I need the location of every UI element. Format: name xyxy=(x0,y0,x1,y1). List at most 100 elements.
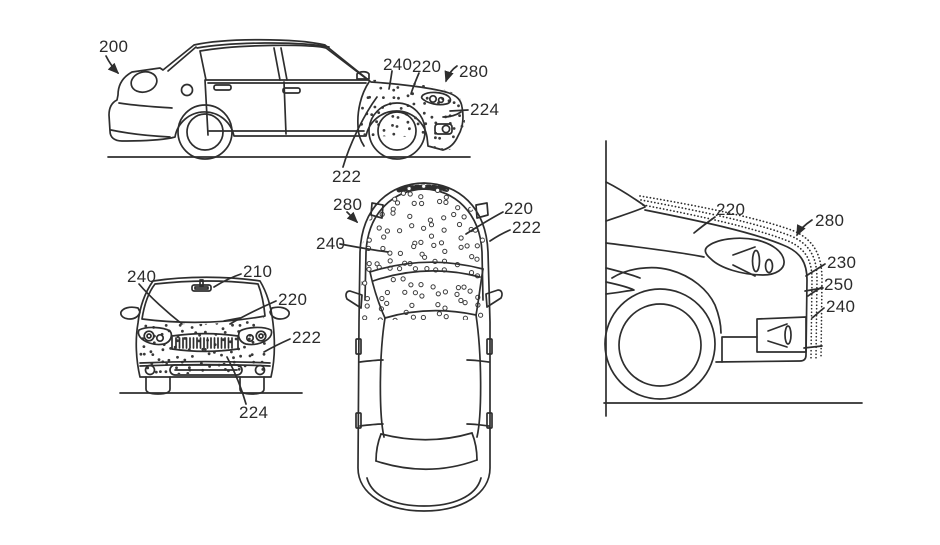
top-view xyxy=(345,182,503,512)
ref-label-front-210: 210 xyxy=(243,262,272,281)
stipple-dot xyxy=(392,317,398,320)
ref-label-detail-250: 250 xyxy=(824,275,853,294)
ref-label-side-200: 200 xyxy=(99,37,128,56)
stipple-dot xyxy=(379,86,383,90)
stipple-dot xyxy=(373,105,377,109)
detail-fog-lamp xyxy=(756,316,807,353)
leader-detail-220 xyxy=(693,216,716,234)
top-stipple-dots xyxy=(361,185,486,320)
ref-label-detail-280: 280 xyxy=(815,211,844,230)
stipple-dot xyxy=(390,277,396,283)
top-cowl-arc-1 xyxy=(369,261,484,273)
stipple-dot xyxy=(161,348,165,352)
stipple-dot xyxy=(245,321,249,324)
stipple-dot xyxy=(199,323,203,327)
stipple-dot xyxy=(418,239,424,245)
top-door-handle-rr xyxy=(486,412,493,429)
stipple-dot xyxy=(469,254,475,260)
stipple-dot xyxy=(176,335,180,339)
stipple-dot xyxy=(175,366,178,370)
stipple-dot xyxy=(435,187,441,193)
stipple-dot xyxy=(442,305,448,311)
stipple-dot xyxy=(427,217,433,223)
stipple-dot xyxy=(428,233,435,239)
top-mirror-right xyxy=(485,289,503,308)
stipple-dot xyxy=(422,254,428,260)
stipple-dot xyxy=(233,317,237,319)
stipple-dot xyxy=(396,116,400,119)
leader-detail-250 xyxy=(807,286,823,297)
detail-airbag-layer-240 xyxy=(642,204,813,359)
stipple-dot xyxy=(387,258,393,264)
ref-label-top-240: 240 xyxy=(316,234,345,253)
stipple-dot xyxy=(199,317,203,319)
side-rear-window-line xyxy=(167,46,197,72)
stipple-dot xyxy=(397,96,400,100)
ref-label-top-280: 280 xyxy=(333,195,362,214)
stipple-dot xyxy=(441,215,447,221)
stipple-dot xyxy=(181,317,185,319)
top-roof-rail-left xyxy=(379,317,386,438)
front-left-wheel xyxy=(145,376,171,395)
stipple-dot xyxy=(435,302,441,308)
stipple-dot xyxy=(460,96,463,100)
ref-label-detail-220: 220 xyxy=(716,200,745,219)
leader-detail-240 xyxy=(811,307,825,319)
stipple-dot xyxy=(223,331,227,334)
stipple-dot xyxy=(220,353,223,357)
stipple-dot xyxy=(176,355,179,359)
front-left-headlight-lens xyxy=(143,330,155,342)
stipple-dot xyxy=(467,288,473,294)
stipple-dot xyxy=(368,95,371,99)
stipple-dot xyxy=(403,135,406,139)
stipple-dot xyxy=(461,214,467,220)
stipple-dot xyxy=(177,372,181,374)
stipple-dot xyxy=(364,296,370,302)
stipple-dot xyxy=(215,317,219,318)
stipple-dot xyxy=(452,101,456,104)
stipple-dot xyxy=(479,237,486,243)
stipple-dot xyxy=(231,323,234,327)
stipple-dot xyxy=(440,148,444,151)
stipple-dot xyxy=(462,315,468,320)
stipple-dot xyxy=(409,302,415,308)
stipple-dot xyxy=(142,345,146,348)
front-right-side-mirror xyxy=(269,306,290,320)
stipple-dot xyxy=(237,367,241,371)
detail-airbag-layer-250 xyxy=(640,199,818,359)
stipple-dot xyxy=(367,195,373,201)
ref-label-side-222: 222 xyxy=(332,167,361,186)
stipple-dot xyxy=(392,196,398,202)
stipple-dot xyxy=(439,79,442,82)
stipple-dot xyxy=(454,291,460,297)
front-left-headlight-bulb xyxy=(146,333,152,339)
stipple-dot xyxy=(452,127,456,130)
side-rear-bumper-crease xyxy=(118,102,173,109)
stipple-dot xyxy=(478,312,484,318)
ref-label-front-224: 224 xyxy=(239,403,268,422)
stipple-dot xyxy=(437,198,443,205)
front-left-fog-lamp xyxy=(144,364,156,376)
leader-side-240 xyxy=(388,70,393,90)
stipple-dot xyxy=(474,256,480,262)
stipple-dot xyxy=(384,228,390,234)
leader-detail-230 xyxy=(805,263,826,277)
stipple-dot xyxy=(428,222,435,228)
front-cowl-wiper-mark xyxy=(223,317,241,322)
stipple-dot xyxy=(380,77,383,80)
side-front-wheel xyxy=(368,102,426,160)
detail-headlight xyxy=(704,237,785,276)
stipple-dot xyxy=(452,135,455,139)
stipple-dot xyxy=(359,96,360,100)
stipple-dot xyxy=(451,211,457,218)
top-mirror-left xyxy=(345,290,363,309)
stipple-dot xyxy=(411,243,417,250)
stipple-dot xyxy=(366,266,372,272)
stipple-dot xyxy=(391,124,394,127)
front-right-fog-lamp xyxy=(254,364,266,376)
stipple-dot xyxy=(154,370,158,374)
detail-wheel-rim xyxy=(618,303,702,387)
stipple-dot xyxy=(408,282,414,288)
top-cowl-arc-2 xyxy=(372,270,481,282)
